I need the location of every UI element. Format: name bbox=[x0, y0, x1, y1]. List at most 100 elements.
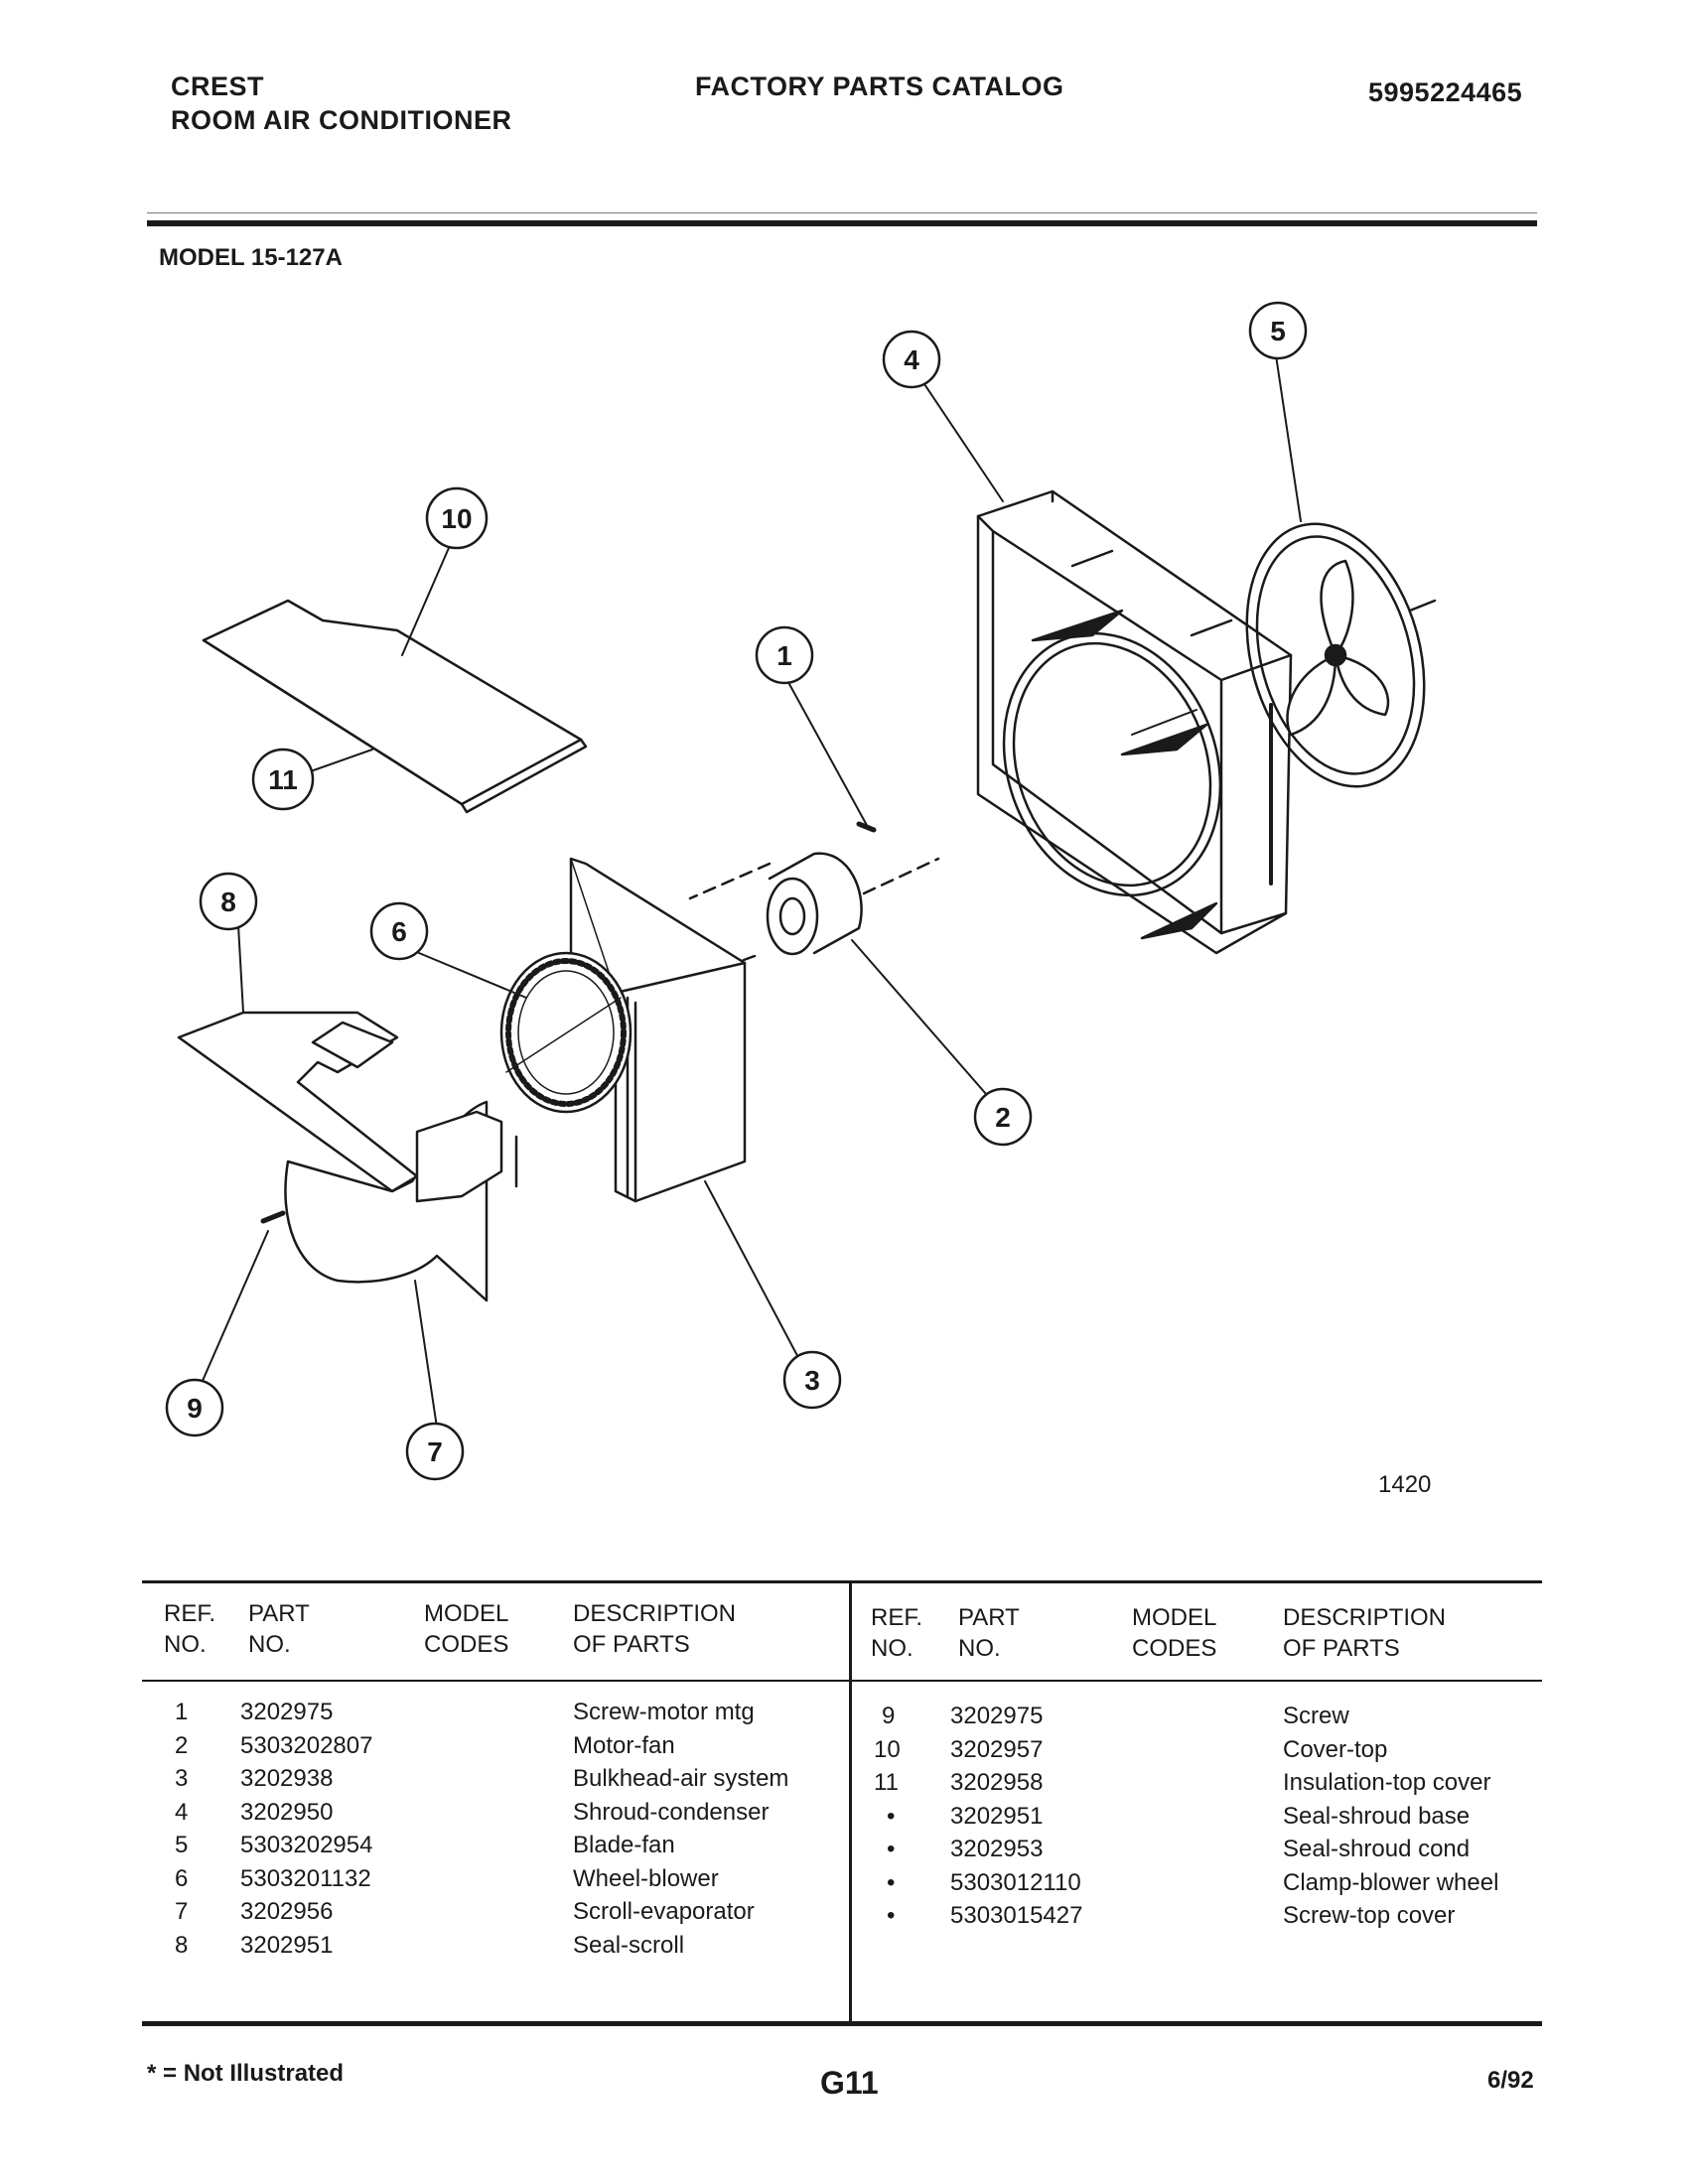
scroll-screw-drawing bbox=[260, 1210, 286, 1224]
callout-7: 7 bbox=[405, 1422, 465, 1481]
ref-no: • bbox=[887, 1868, 896, 1896]
header-rule bbox=[147, 220, 1537, 226]
catalog-number: 5995224465 bbox=[1368, 77, 1523, 107]
scroll-evaporator-drawing bbox=[284, 1100, 518, 1302]
product-name: ROOM AIR CONDITIONER bbox=[171, 105, 512, 135]
part-no: 5303201132 bbox=[240, 1864, 371, 1892]
description: Blade-fan bbox=[573, 1832, 675, 1858]
callout-label: 5 bbox=[1270, 316, 1286, 346]
description: Insulation-top cover bbox=[1283, 1769, 1491, 1796]
part-no: 3202975 bbox=[950, 1703, 1044, 1729]
header-rule-thin bbox=[147, 212, 1537, 213]
callout-2: 2 bbox=[973, 1087, 1033, 1147]
part-no: 3202975 bbox=[240, 1699, 334, 1725]
ref-no: 5 bbox=[175, 1832, 189, 1858]
parts-list-right: 9 3202975 Screw 10 3202957 Cover-top 11 … bbox=[0, 1700, 1589, 1933]
part-no: 3202938 bbox=[240, 1765, 334, 1792]
ref-no: 9 bbox=[882, 1703, 896, 1729]
not-illustrated-note: * = Not Illustrated bbox=[147, 2060, 345, 2087]
table-row: 2 5303202807 Motor-fan bbox=[0, 1729, 844, 1763]
ref-no: 3 bbox=[175, 1765, 189, 1792]
parts-list-left: 1 3202975 Screw-motor mtg 2 5303202807 M… bbox=[0, 1696, 844, 1962]
description: Seal-scroll bbox=[573, 1931, 685, 1959]
condenser-shroud-drawing bbox=[976, 489, 1293, 955]
callout-3: 3 bbox=[782, 1350, 842, 1410]
ref-no: 11 bbox=[874, 1769, 899, 1796]
part-no: 5303012110 bbox=[950, 1868, 1081, 1896]
table-row: 6 5303201132 Wheel-blower bbox=[0, 1862, 844, 1896]
callout-label: 4 bbox=[904, 344, 919, 375]
header-ref-no-right: REF.NO. bbox=[871, 1604, 923, 1662]
ref-no: 4 bbox=[175, 1798, 189, 1826]
page-identifier: G11 bbox=[820, 2065, 879, 2101]
table-header-rule bbox=[142, 1680, 1542, 1682]
description: Seal-shroud cond bbox=[1283, 1836, 1471, 1862]
table-row: 3 3202938 Bulkhead-air system bbox=[0, 1762, 844, 1796]
table-row: • 3202951 Seal-shroud base bbox=[0, 1800, 1589, 1834]
description: Shroud-condenser bbox=[573, 1798, 770, 1826]
ref-no: • bbox=[887, 1802, 896, 1830]
part-no: 3202956 bbox=[240, 1898, 334, 1925]
description: Screw-motor mtg bbox=[573, 1699, 755, 1725]
ref-no: 1 bbox=[175, 1699, 189, 1725]
part-no: 5303202807 bbox=[240, 1731, 373, 1759]
description: Clamp-blower wheel bbox=[1283, 1868, 1499, 1896]
part-no: 3202958 bbox=[950, 1769, 1044, 1796]
part-no: 3202957 bbox=[950, 1735, 1044, 1763]
catalog-date: 6/92 bbox=[1487, 2067, 1534, 2094]
table-top-rule bbox=[142, 1580, 1542, 1583]
part-no: 5303202954 bbox=[240, 1832, 373, 1858]
ref-no: 2 bbox=[175, 1731, 189, 1759]
ref-no: • bbox=[887, 1836, 896, 1862]
callout-label: 3 bbox=[804, 1365, 820, 1396]
callout-label: 10 bbox=[441, 503, 472, 534]
fan-blade-drawing bbox=[1245, 522, 1437, 788]
table-row: 8 3202951 Seal-scroll bbox=[0, 1929, 844, 1963]
ref-no: • bbox=[887, 1902, 896, 1929]
description: Scroll-evaporator bbox=[573, 1898, 755, 1925]
catalog-title: FACTORY PARTS CATALOG bbox=[695, 71, 1064, 101]
top-cover-drawing bbox=[202, 599, 588, 814]
ref-no: 8 bbox=[175, 1931, 189, 1959]
table-row: • 5303015427 Screw-top cover bbox=[0, 1899, 1589, 1933]
callout-label: 11 bbox=[268, 764, 298, 795]
callout-1: 1 bbox=[755, 625, 814, 685]
callout-label: 2 bbox=[995, 1102, 1011, 1133]
description: Motor-fan bbox=[573, 1731, 675, 1759]
table-row: 7 3202956 Scroll-evaporator bbox=[0, 1895, 844, 1929]
callout-6: 6 bbox=[369, 901, 429, 961]
part-no: 3202950 bbox=[240, 1798, 334, 1826]
callout-label: 8 bbox=[220, 887, 236, 917]
description: Cover-top bbox=[1283, 1735, 1388, 1763]
callout-9: 9 bbox=[165, 1378, 224, 1437]
part-no: 3202953 bbox=[950, 1836, 1044, 1862]
table-bottom-rule bbox=[142, 2021, 1542, 2026]
callout-8: 8 bbox=[199, 872, 258, 931]
table-row: 9 3202975 Screw bbox=[0, 1700, 1589, 1733]
callout-10: 10 bbox=[425, 486, 489, 550]
part-no: 5303015427 bbox=[950, 1902, 1083, 1929]
model-number: MODEL 15-127A bbox=[159, 244, 343, 271]
callout-5: 5 bbox=[1248, 301, 1308, 360]
fan-motor-drawing bbox=[688, 852, 940, 980]
ref-no: 10 bbox=[874, 1735, 901, 1763]
callout-label: 1 bbox=[776, 640, 792, 671]
table-row: 10 3202957 Cover-top bbox=[0, 1733, 1589, 1767]
brand-name: CREST bbox=[171, 71, 265, 101]
part-no: 3202951 bbox=[950, 1802, 1044, 1830]
description: Seal-shroud base bbox=[1283, 1802, 1471, 1830]
table-row: 4 3202950 Shroud-condenser bbox=[0, 1796, 844, 1830]
table-column-divider bbox=[849, 1580, 852, 2021]
callout-label: 7 bbox=[427, 1436, 443, 1467]
table-row: 1 3202975 Screw-motor mtg bbox=[0, 1696, 844, 1729]
blower-wheel-drawing bbox=[499, 951, 633, 1114]
description: Bulkhead-air system bbox=[573, 1765, 789, 1792]
figure-number: 1420 bbox=[1378, 1471, 1432, 1498]
callout-label: 6 bbox=[391, 916, 407, 947]
exploded-parts-diagram: 1 2 3 4 5 6 7 8 9 10 11 bbox=[165, 301, 1437, 1481]
